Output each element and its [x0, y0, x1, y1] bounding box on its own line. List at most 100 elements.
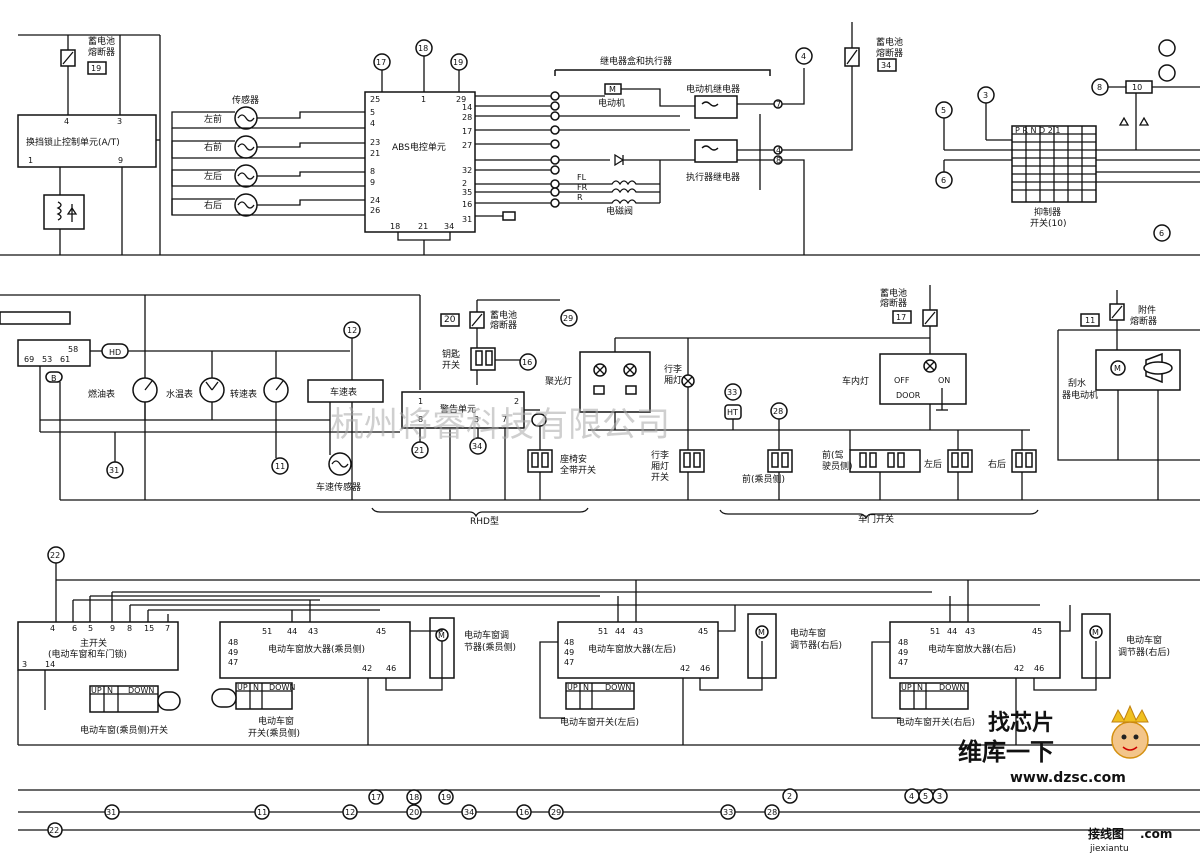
svg-text:电动车窗: 电动车窗 — [1126, 634, 1162, 646]
svg-text:4: 4 — [64, 117, 69, 126]
svg-text:开关: 开关 — [651, 471, 669, 483]
spotlight-bulb-right-icon — [623, 363, 637, 377]
svg-text:驶员侧): 驶员侧) — [822, 460, 853, 472]
svg-text:2: 2 — [462, 179, 467, 188]
svg-text:29: 29 — [551, 808, 561, 817]
svg-text:43: 43 — [965, 627, 975, 636]
abs-control-unit — [364, 91, 476, 233]
svg-text:5: 5 — [88, 624, 93, 633]
svg-text:DOWN: DOWN — [605, 683, 631, 692]
svg-text:FL: FL — [577, 173, 587, 182]
shift-lock-unit — [17, 114, 157, 168]
svg-text:45: 45 — [376, 627, 386, 636]
svg-text:接线图: 接线图 — [1088, 826, 1124, 841]
svg-text:N: N — [583, 683, 589, 692]
speedometer-label: 车速表 — [330, 386, 357, 398]
svg-text:ON: ON — [938, 376, 950, 385]
svg-text:器电动机: 器电动机 — [1062, 389, 1098, 401]
pw-switch-rr-label: 电动车窗开关(右后) — [896, 716, 975, 728]
pw-switch-lr-label: 电动车窗开关(左后) — [560, 716, 639, 728]
svg-text:15: 15 — [144, 624, 154, 633]
svg-text:16: 16 — [522, 358, 532, 367]
svg-text:44: 44 — [947, 627, 957, 636]
svg-text:N: N — [253, 683, 259, 692]
svg-text:熔断器: 熔断器 — [1130, 315, 1157, 327]
svg-text:7: 7 — [165, 624, 170, 633]
svg-text:刮水: 刮水 — [1068, 377, 1086, 389]
svg-text:调节器(右后): 调节器(右后) — [1118, 646, 1170, 658]
svg-text:3: 3 — [937, 792, 942, 801]
rhd-label: RHD型 — [470, 516, 499, 527]
svg-text:20: 20 — [444, 315, 456, 325]
interior-light-box — [879, 353, 967, 405]
tachometer-icon — [263, 377, 289, 403]
svg-text:22: 22 — [50, 551, 60, 560]
svg-text:熔断器: 熔断器 — [880, 297, 907, 309]
svg-text:47: 47 — [898, 658, 908, 667]
svg-text:3: 3 — [983, 91, 988, 100]
svg-text:OFF: OFF — [894, 376, 910, 385]
svg-text:开关: 开关 — [442, 359, 460, 371]
svg-text:钥匙: 钥匙 — [442, 348, 460, 360]
svg-text:33: 33 — [727, 388, 737, 397]
svg-text:42: 42 — [680, 664, 690, 673]
svg-text:18: 18 — [390, 222, 400, 231]
sensor-title: 传感器 — [232, 94, 259, 106]
pw-switch-lr — [565, 682, 635, 710]
svg-text:DOWN: DOWN — [269, 683, 295, 692]
svg-text:51: 51 — [262, 627, 272, 636]
svg-text:3: 3 — [117, 117, 122, 126]
solenoid-icon — [43, 194, 85, 230]
solenoid-label: 电磁阀 — [606, 205, 633, 217]
svg-text:8: 8 — [776, 156, 781, 165]
dzsc-logo: 找芯片 维库一下 www.dzsc.com — [958, 704, 1149, 786]
svg-text:M: M — [609, 85, 616, 94]
connector-2-icon — [795, 47, 813, 65]
svg-text:3: 3 — [22, 660, 27, 669]
svg-text:座椅安: 座椅安 — [560, 453, 587, 465]
svg-text:开关(乘员侧): 开关(乘员侧) — [248, 727, 300, 739]
svg-text:44: 44 — [615, 627, 625, 636]
diode-icon — [614, 153, 625, 167]
relay-box-connectors — [550, 91, 560, 208]
svg-text:1: 1 — [421, 95, 426, 104]
svg-text:调节器(右后): 调节器(右后) — [790, 639, 842, 651]
svg-text:29: 29 — [563, 314, 573, 323]
inhibitor-switch-grid — [1011, 125, 1097, 203]
svg-text:21: 21 — [414, 446, 424, 455]
svg-text:34: 34 — [444, 222, 454, 231]
svg-text:51: 51 — [930, 627, 940, 636]
svg-text:10: 10 — [1132, 83, 1142, 92]
svg-text:.com: .com — [1140, 827, 1172, 841]
jiexiantu-logo: 接线图 .com jiexiantu — [1088, 826, 1172, 854]
svg-text:www.dzsc.com: www.dzsc.com — [1010, 770, 1126, 786]
svg-text:17: 17 — [376, 58, 386, 67]
svg-text:8: 8 — [370, 167, 375, 176]
bus-lines: 31 11 12 17 18 20 19 34 16 29 33 28 2 4 … — [18, 788, 1200, 838]
svg-text:69: 69 — [24, 355, 34, 364]
inhibitor-section: 蓄电池 熔断器 34 5 3 6 P R N D 2 1 — [844, 22, 1200, 242]
svg-text:11: 11 — [1085, 316, 1095, 325]
svg-text:42: 42 — [362, 664, 372, 673]
svg-text:维库一下: 维库一下 — [958, 738, 1054, 766]
pw-amp-right-rear — [889, 621, 1061, 679]
wheel-sensor-fr-icon — [234, 135, 258, 159]
svg-text:全带开关: 全带开关 — [560, 464, 596, 476]
svg-text:B: B — [51, 374, 57, 383]
interior-light-bulb-icon — [923, 359, 937, 373]
svg-text:电动车窗: 电动车窗 — [790, 627, 826, 639]
svg-text:9: 9 — [370, 178, 375, 187]
svg-text:电动车窗调: 电动车窗调 — [464, 629, 509, 641]
svg-text:49: 49 — [898, 648, 908, 657]
watermark-text: 杭州将睿科技有限公司 — [330, 405, 670, 445]
svg-text:HT: HT — [727, 408, 738, 417]
svg-text:9: 9 — [118, 156, 123, 165]
shift-lock-label: 换挡锁止控制单元(A/T) — [26, 136, 120, 148]
svg-text:4: 4 — [50, 624, 55, 633]
svg-text:16: 16 — [519, 808, 529, 817]
svg-text:开关(10): 开关(10) — [1030, 217, 1066, 229]
wheel-sensor-fl-icon — [234, 106, 258, 130]
svg-text:UP: UP — [901, 683, 912, 692]
svg-text:UP: UP — [567, 683, 578, 692]
